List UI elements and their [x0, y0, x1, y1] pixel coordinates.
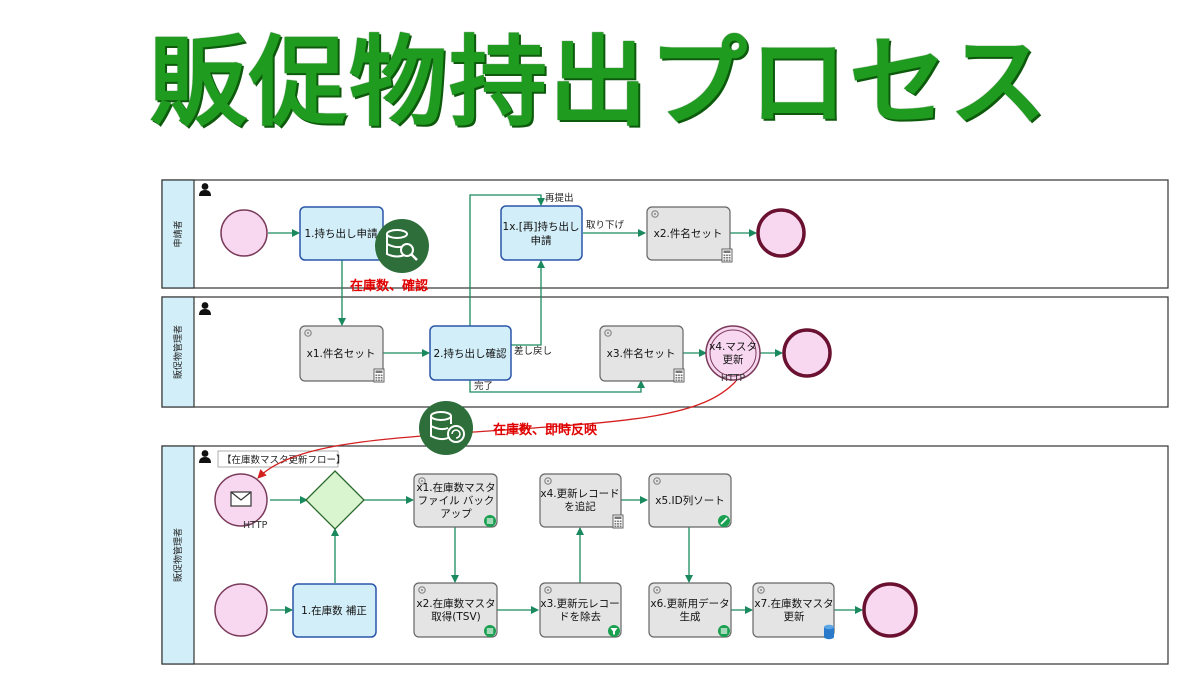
svg-text:申請: 申請 [531, 234, 552, 247]
svg-text:x7.在庫数マスタ: x7.在庫数マスタ [754, 597, 833, 610]
task-confirm-label: 2.持ち出し確認 [433, 347, 507, 360]
svg-text:x1.在庫数マスタ: x1.在庫数マスタ [416, 481, 495, 494]
task-stock-fix[interactable]: 1.在庫数 補正 [292, 583, 377, 638]
flow-label-sendback: 差し戻し [514, 345, 552, 357]
database-sync-icon [419, 401, 473, 455]
task-stock-fix-label: 1.在庫数 補正 [301, 604, 367, 617]
task-x2-label: x2.件名セット [654, 227, 723, 240]
svg-text:取得(TSV): 取得(TSV) [431, 611, 480, 623]
calculator-icon [721, 248, 733, 263]
database-icon [824, 624, 834, 640]
svg-text:1x.[再]持ち出し: 1x.[再]持ち出し [503, 220, 580, 233]
svg-text:x4.マスタ: x4.マスタ [709, 341, 757, 353]
flow-label-withdraw: 取り下げ [586, 220, 625, 231]
task-x3-name-set[interactable]: x3.件名セット [599, 325, 685, 383]
filter-icon [608, 625, 620, 637]
svg-text:x3.更新元レコー: x3.更新元レコー [540, 597, 619, 610]
end-event-applicant[interactable] [756, 208, 806, 258]
task-apply[interactable]: 1.持ち出し申請 [299, 206, 384, 261]
svg-text:更新: 更新 [723, 353, 744, 366]
start-event-apply[interactable] [220, 209, 268, 257]
annotation-reflect-stock: 在庫数、即時反映 [493, 422, 598, 438]
task-x1-backup[interactable]: x1.在庫数マスタ ファイル バック アップ [413, 473, 498, 528]
annotation-check-stock: 在庫数、確認 [350, 278, 428, 294]
task-x2-name-set[interactable]: x2.件名セット [646, 206, 733, 263]
end-event-master[interactable] [862, 582, 918, 638]
svg-text:アップ: アップ [440, 508, 472, 520]
task-x5-label: x5.ID列ソート [655, 494, 724, 507]
svg-text:生成: 生成 [680, 610, 701, 623]
lane-name-manager-1: 販促物管理者 [172, 325, 184, 379]
http-label-message-start: HTTP [243, 520, 268, 531]
database-search-icon [375, 219, 429, 273]
svg-text:ファイル バック: ファイル バック [418, 495, 495, 507]
list-icon [484, 515, 496, 527]
subprocess-label: 【在庫数マスタ更新フロー】 [222, 454, 346, 466]
end-event-manager[interactable] [782, 328, 832, 378]
parallel-gateway[interactable] [305, 470, 365, 530]
svg-text:更新: 更新 [784, 610, 805, 623]
task-confirm[interactable]: 2.持ち出し確認 [429, 325, 512, 381]
flow-label-reapply: 再提出 [545, 192, 574, 204]
task-x5-sort[interactable]: x5.ID列ソート [648, 473, 732, 528]
calculator-icon [673, 368, 685, 383]
edit-icon [718, 515, 730, 527]
task-x6-generate[interactable]: x6.更新用データ 生成 [648, 582, 732, 638]
task-x2-get-tsv[interactable]: x2.在庫数マスタ 取得(TSV) [413, 582, 498, 638]
sequence-flows [268, 194, 863, 614]
task-x1-name-set[interactable]: x1.件名セット [299, 325, 385, 383]
task-x4-master-update[interactable]: x4.マスタ 更新 HTTP [705, 325, 761, 384]
list-icon [484, 625, 496, 637]
task-x3-label: x3.件名セット [607, 347, 676, 360]
task-reapply[interactable]: 1x.[再]持ち出し 申請 [500, 205, 583, 261]
lane-name-applicant: 申請者 [172, 220, 184, 247]
svg-text:ドを除去: ドを除去 [559, 610, 601, 623]
task-x4-add-record[interactable]: x4.更新レコード を追記 [539, 473, 624, 529]
http-label-x4: HTTP [721, 373, 746, 384]
task-apply-label: 1.持ち出し申請 [304, 227, 378, 240]
task-x1-label: x1.件名セット [307, 347, 376, 360]
calculator-icon [373, 368, 385, 383]
page-title: 販促物持出プロセス [148, 25, 1049, 140]
svg-text:を追記: を追記 [564, 500, 596, 513]
envelope-icon [230, 491, 252, 507]
start-event-fix[interactable] [214, 583, 268, 637]
task-x7-update[interactable]: x7.在庫数マスタ 更新 [752, 582, 835, 640]
list-icon [718, 625, 730, 637]
task-x3-remove[interactable]: x3.更新元レコー ドを除去 [539, 582, 622, 638]
svg-text:x2.在庫数マスタ: x2.在庫数マスタ [416, 597, 495, 610]
lane-name-manager-2: 販促物管理者 [172, 528, 184, 582]
calculator-icon [612, 514, 624, 529]
message-flow-http [257, 380, 737, 479]
flow-label-done: 完了 [474, 380, 493, 392]
svg-text:x4.更新レコード: x4.更新レコード [540, 487, 619, 500]
svg-text:x6.更新用データ: x6.更新用データ [650, 597, 729, 610]
